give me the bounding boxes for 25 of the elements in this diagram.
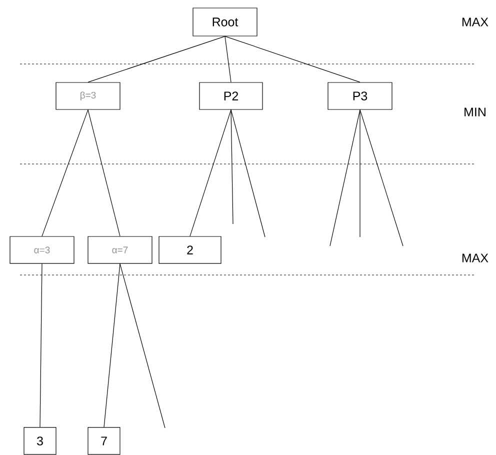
tree-edge — [190, 110, 232, 236]
tree-edge — [120, 264, 166, 428]
tree-edge — [330, 110, 360, 246]
tree-edge — [224, 36, 232, 82]
tree-node-box: α=3 — [10, 236, 74, 264]
tree-edge — [230, 110, 234, 224]
tree-edge — [40, 264, 42, 428]
tree-node-box: P2 — [199, 82, 263, 110]
level-label: MAX — [462, 254, 488, 262]
tree-edge — [88, 110, 120, 236]
tree-edge — [230, 110, 266, 238]
tree-edge — [360, 110, 404, 246]
tree-edge — [224, 36, 360, 82]
tree-edge — [104, 264, 120, 428]
tree-node-box: β=3 — [56, 82, 120, 110]
tree-node-box: Root — [192, 8, 258, 36]
tree-node-box: 7 — [88, 427, 120, 455]
tree-node-box: α=7 — [88, 236, 152, 264]
tree-edge — [88, 36, 226, 82]
level-label: MAX — [462, 18, 488, 26]
tree-node-box: P3 — [328, 82, 392, 110]
level-label: MIN — [464, 108, 486, 116]
tree-node-box: 3 — [24, 427, 56, 455]
tree-edge — [42, 110, 88, 236]
tree-node-box: 2 — [158, 236, 222, 264]
